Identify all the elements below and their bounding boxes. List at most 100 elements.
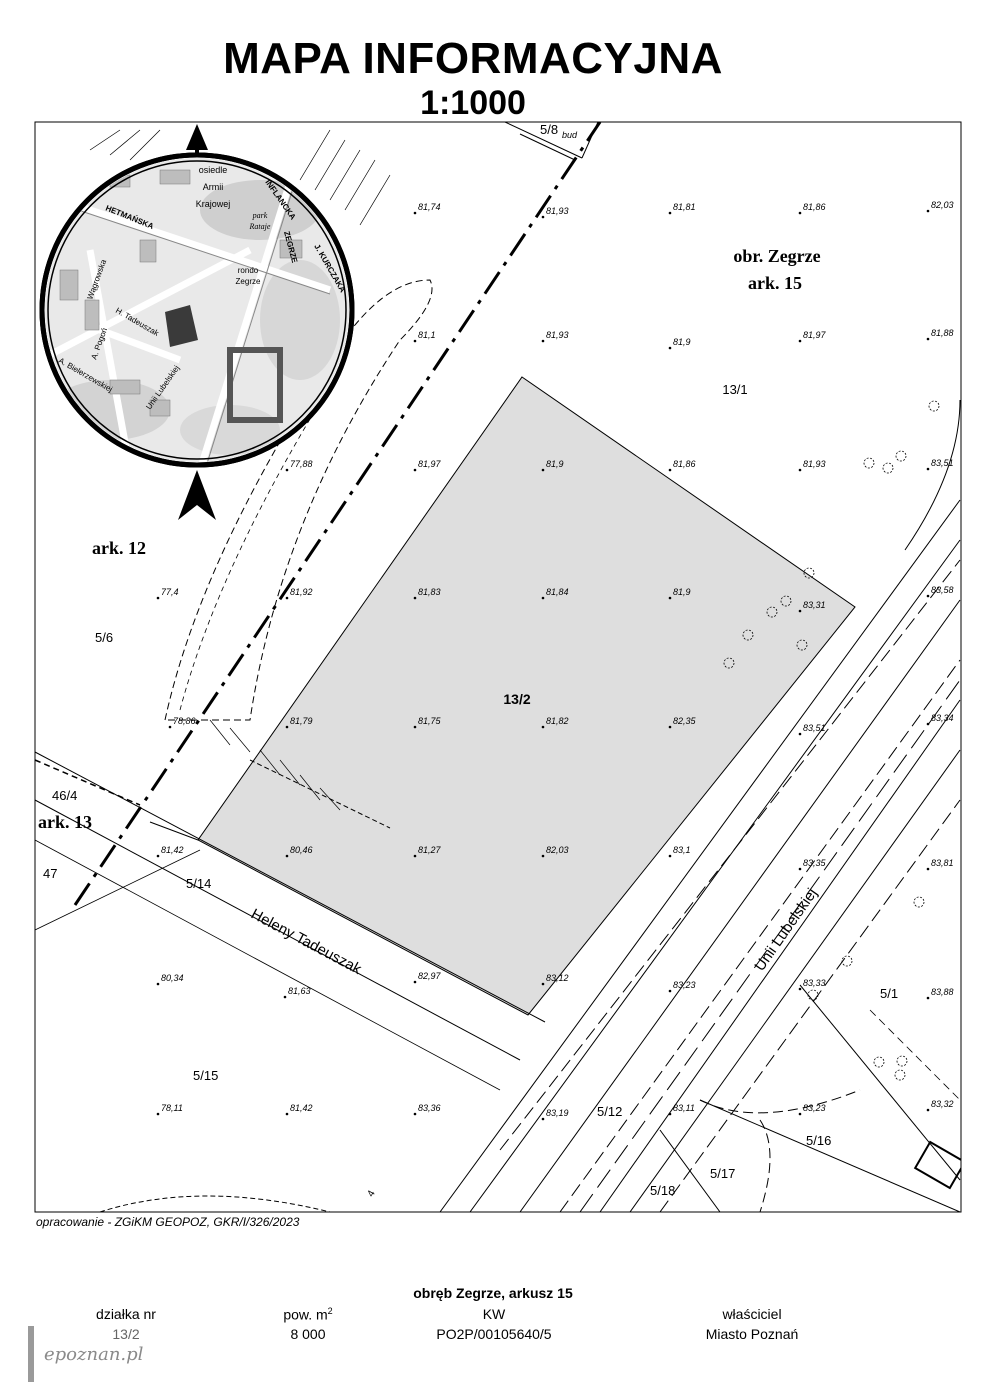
inset-label: osiedle — [199, 165, 228, 175]
elevation-dot — [668, 1112, 672, 1116]
elevation-dot — [798, 987, 802, 991]
elevation-dot — [926, 337, 930, 341]
inset-label: Zegrze — [236, 277, 261, 286]
elevation-dot — [285, 596, 289, 600]
elevation-label: 81,97 — [803, 330, 827, 340]
elevation-dot — [168, 725, 172, 729]
elevation-dot — [541, 1117, 545, 1121]
elevation-label: 83,88 — [931, 987, 954, 997]
elevation-label: 81,82 — [546, 716, 569, 726]
elevation-label: 81,83 — [418, 587, 441, 597]
map-title: MAPA INFORMACYJNA — [223, 34, 723, 83]
col-header-kw: KW — [482, 1306, 506, 1322]
elevation-dot — [926, 467, 930, 471]
elevation-label: 83,51 — [931, 458, 954, 468]
elevation-label: 83,1 — [673, 845, 691, 855]
parcel-label-46-4: 46/4 — [52, 788, 77, 803]
inset-label: Armii — [203, 182, 224, 192]
elevation-label: 83,12 — [546, 973, 569, 983]
elevation-label: 77,88 — [290, 459, 313, 469]
elevation-dot — [156, 854, 160, 858]
parcel-label-47: 47 — [43, 866, 57, 881]
elevation-label: 78,11 — [161, 1103, 183, 1113]
elevation-dot — [413, 596, 417, 600]
elevation-dot — [285, 725, 289, 729]
elevation-dot — [541, 854, 545, 858]
elevation-label: 81,88 — [931, 328, 954, 338]
parcel-label-5-15: 5/15 — [193, 1068, 218, 1083]
elevation-label: 81,79 — [290, 716, 313, 726]
elevation-dot — [541, 725, 545, 729]
elevation-label: 83,32 — [931, 1099, 954, 1109]
elevation-label: 82,03 — [931, 200, 954, 210]
elevation-dot — [668, 854, 672, 858]
elevation-label: 83,51 — [803, 723, 826, 733]
locator-inset: osiedle Armii Krajowej park Rataje HETMA… — [39, 124, 355, 520]
elevation-label: 82,35 — [673, 716, 697, 726]
elevation-label: 83,33 — [803, 978, 826, 988]
elevation-label: 83,23 — [803, 1103, 826, 1113]
map-credit: opracowanie - ZGiKM GEOPOZ, GKR/I/326/20… — [36, 1215, 300, 1229]
elevation-label: 81,97 — [418, 459, 442, 469]
col-header-parcel: działka nr — [96, 1306, 156, 1322]
cell-area: 8 000 — [290, 1326, 326, 1342]
cell-parcel: 13/2 — [112, 1326, 140, 1342]
elevation-label: 78,86 — [173, 716, 196, 726]
elevation-label: 83,19 — [546, 1108, 569, 1118]
elevation-dot — [413, 211, 417, 215]
map-scale: 1:1000 — [420, 84, 526, 122]
elevation-dot — [926, 867, 930, 871]
inset-label: park — [252, 211, 268, 220]
parcel-label-5-12: 5/12 — [597, 1104, 622, 1119]
parcel-label-5-1: 5/1 — [880, 986, 898, 1001]
elevation-label: 83,58 — [931, 585, 954, 595]
col-header-area: pow. m2 — [283, 1306, 333, 1323]
elevation-label: 82,97 — [418, 971, 442, 981]
watermark-logo: epoznan.pl — [44, 1344, 144, 1365]
parcel-label-4: 4 — [365, 1188, 378, 1199]
elevation-dot — [926, 1108, 930, 1112]
parcel-label-5-17: 5/17 — [710, 1166, 735, 1181]
north-arrow-top — [186, 124, 208, 150]
elevation-dot — [926, 996, 930, 1000]
elevation-label: 81,75 — [418, 716, 442, 726]
watermark-bar — [28, 1326, 34, 1382]
elevation-label: 81,9 — [673, 587, 691, 597]
elevation-dot — [413, 980, 417, 984]
parcel-label-5-14: 5/14 — [186, 876, 211, 891]
precinct-label: obr. Zegrze — [733, 246, 820, 266]
elevation-label: 81,86 — [803, 202, 826, 212]
elevation-dot — [541, 339, 545, 343]
elevation-dot — [413, 854, 417, 858]
elevation-label: 80,46 — [290, 845, 313, 855]
elevation-label: 81,74 — [418, 202, 441, 212]
elevation-dot — [668, 211, 672, 215]
elevation-label: 81,42 — [290, 1103, 313, 1113]
elevation-dot — [798, 867, 802, 871]
table-heading: obręb Zegrze, arkusz 15 — [413, 1285, 573, 1301]
elevation-dot — [283, 995, 287, 999]
elevation-label: 77,4 — [161, 587, 179, 597]
elevation-label: 80,34 — [161, 973, 184, 983]
inset-label: Krajowej — [196, 199, 231, 209]
elevation-dot — [668, 468, 672, 472]
elevation-dot — [798, 609, 802, 613]
elevation-label: 81,93 — [803, 459, 826, 469]
sheet-label-12: ark. 12 — [92, 538, 146, 558]
elevation-dot — [926, 722, 930, 726]
elevation-label: 81,42 — [161, 845, 184, 855]
elevation-label: 82,03 — [546, 845, 569, 855]
elevation-label: 81,63 — [288, 986, 311, 996]
parcel-13-2[interactable] — [197, 376, 856, 1016]
elevation-label: 81,93 — [546, 330, 569, 340]
elevation-dot — [413, 468, 417, 472]
elevation-label: 83,34 — [931, 713, 954, 723]
elevation-dot — [541, 215, 545, 219]
cell-kw: PO2P/00105640/5 — [436, 1326, 552, 1342]
elevation-dot — [156, 596, 160, 600]
elevation-label: 83,35 — [803, 858, 827, 868]
elevation-label: 83,11 — [673, 1103, 695, 1113]
elevation-label: 83,23 — [673, 980, 696, 990]
elevation-dot — [285, 468, 289, 472]
